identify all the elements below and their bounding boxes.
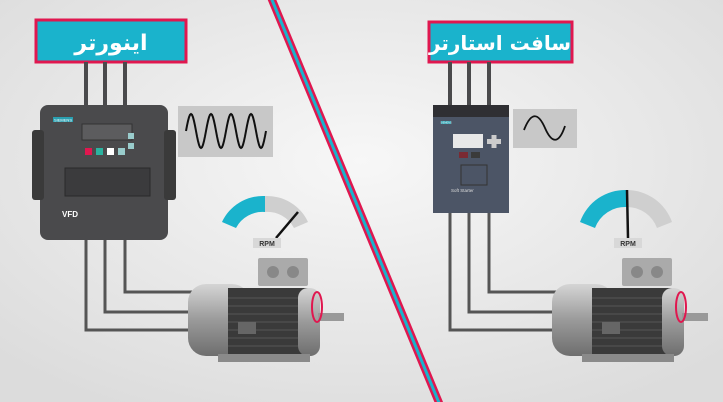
soft-starter-title: سافت استارتر <box>428 31 571 55</box>
soft-starter-device: SIEMENS Soft Starter <box>433 105 509 213</box>
vfd-output-waveform <box>178 106 273 157</box>
inverter-input-wires <box>84 62 127 106</box>
inverter-rpm-gauge: RPM <box>222 195 308 248</box>
inverter-gauge-label: RPM <box>259 241 275 248</box>
gauge-needle <box>275 211 299 239</box>
soft-starter-gauge-label: RPM <box>620 241 636 248</box>
inverter-title-box <box>34 18 188 64</box>
rotation-ring-icon <box>675 291 687 323</box>
high-frequency-sine-wave <box>185 112 267 150</box>
soft-starter-section: سافت استارتر SIEMENS Soft Starter <box>427 20 709 363</box>
soft-starter-output-wires <box>448 212 570 332</box>
soft-starter-output-waveform <box>513 109 577 148</box>
soft-starter-brand: SIEMENS <box>440 122 452 125</box>
soft-starter-rpm-gauge: RPM <box>580 189 672 248</box>
soft-starter-label: Soft Starter <box>451 188 474 193</box>
soft-starter-input-wires <box>448 62 491 106</box>
single-sine-wave <box>523 115 566 141</box>
diagonal-divider <box>267 0 444 402</box>
inverter-section: اینورتر SIEMENS VFD <box>32 18 345 363</box>
vfd-label: VFD <box>62 210 78 219</box>
inverter-output-wires <box>84 238 205 332</box>
vfd-brand: SIEMENS <box>54 118 72 123</box>
rotation-ring-icon <box>311 291 323 323</box>
inverter-title: اینورتر <box>73 31 147 56</box>
vfd-device: SIEMENS VFD <box>32 105 176 240</box>
soft-starter-title-box <box>427 20 574 64</box>
gauge-needle <box>625 189 630 239</box>
